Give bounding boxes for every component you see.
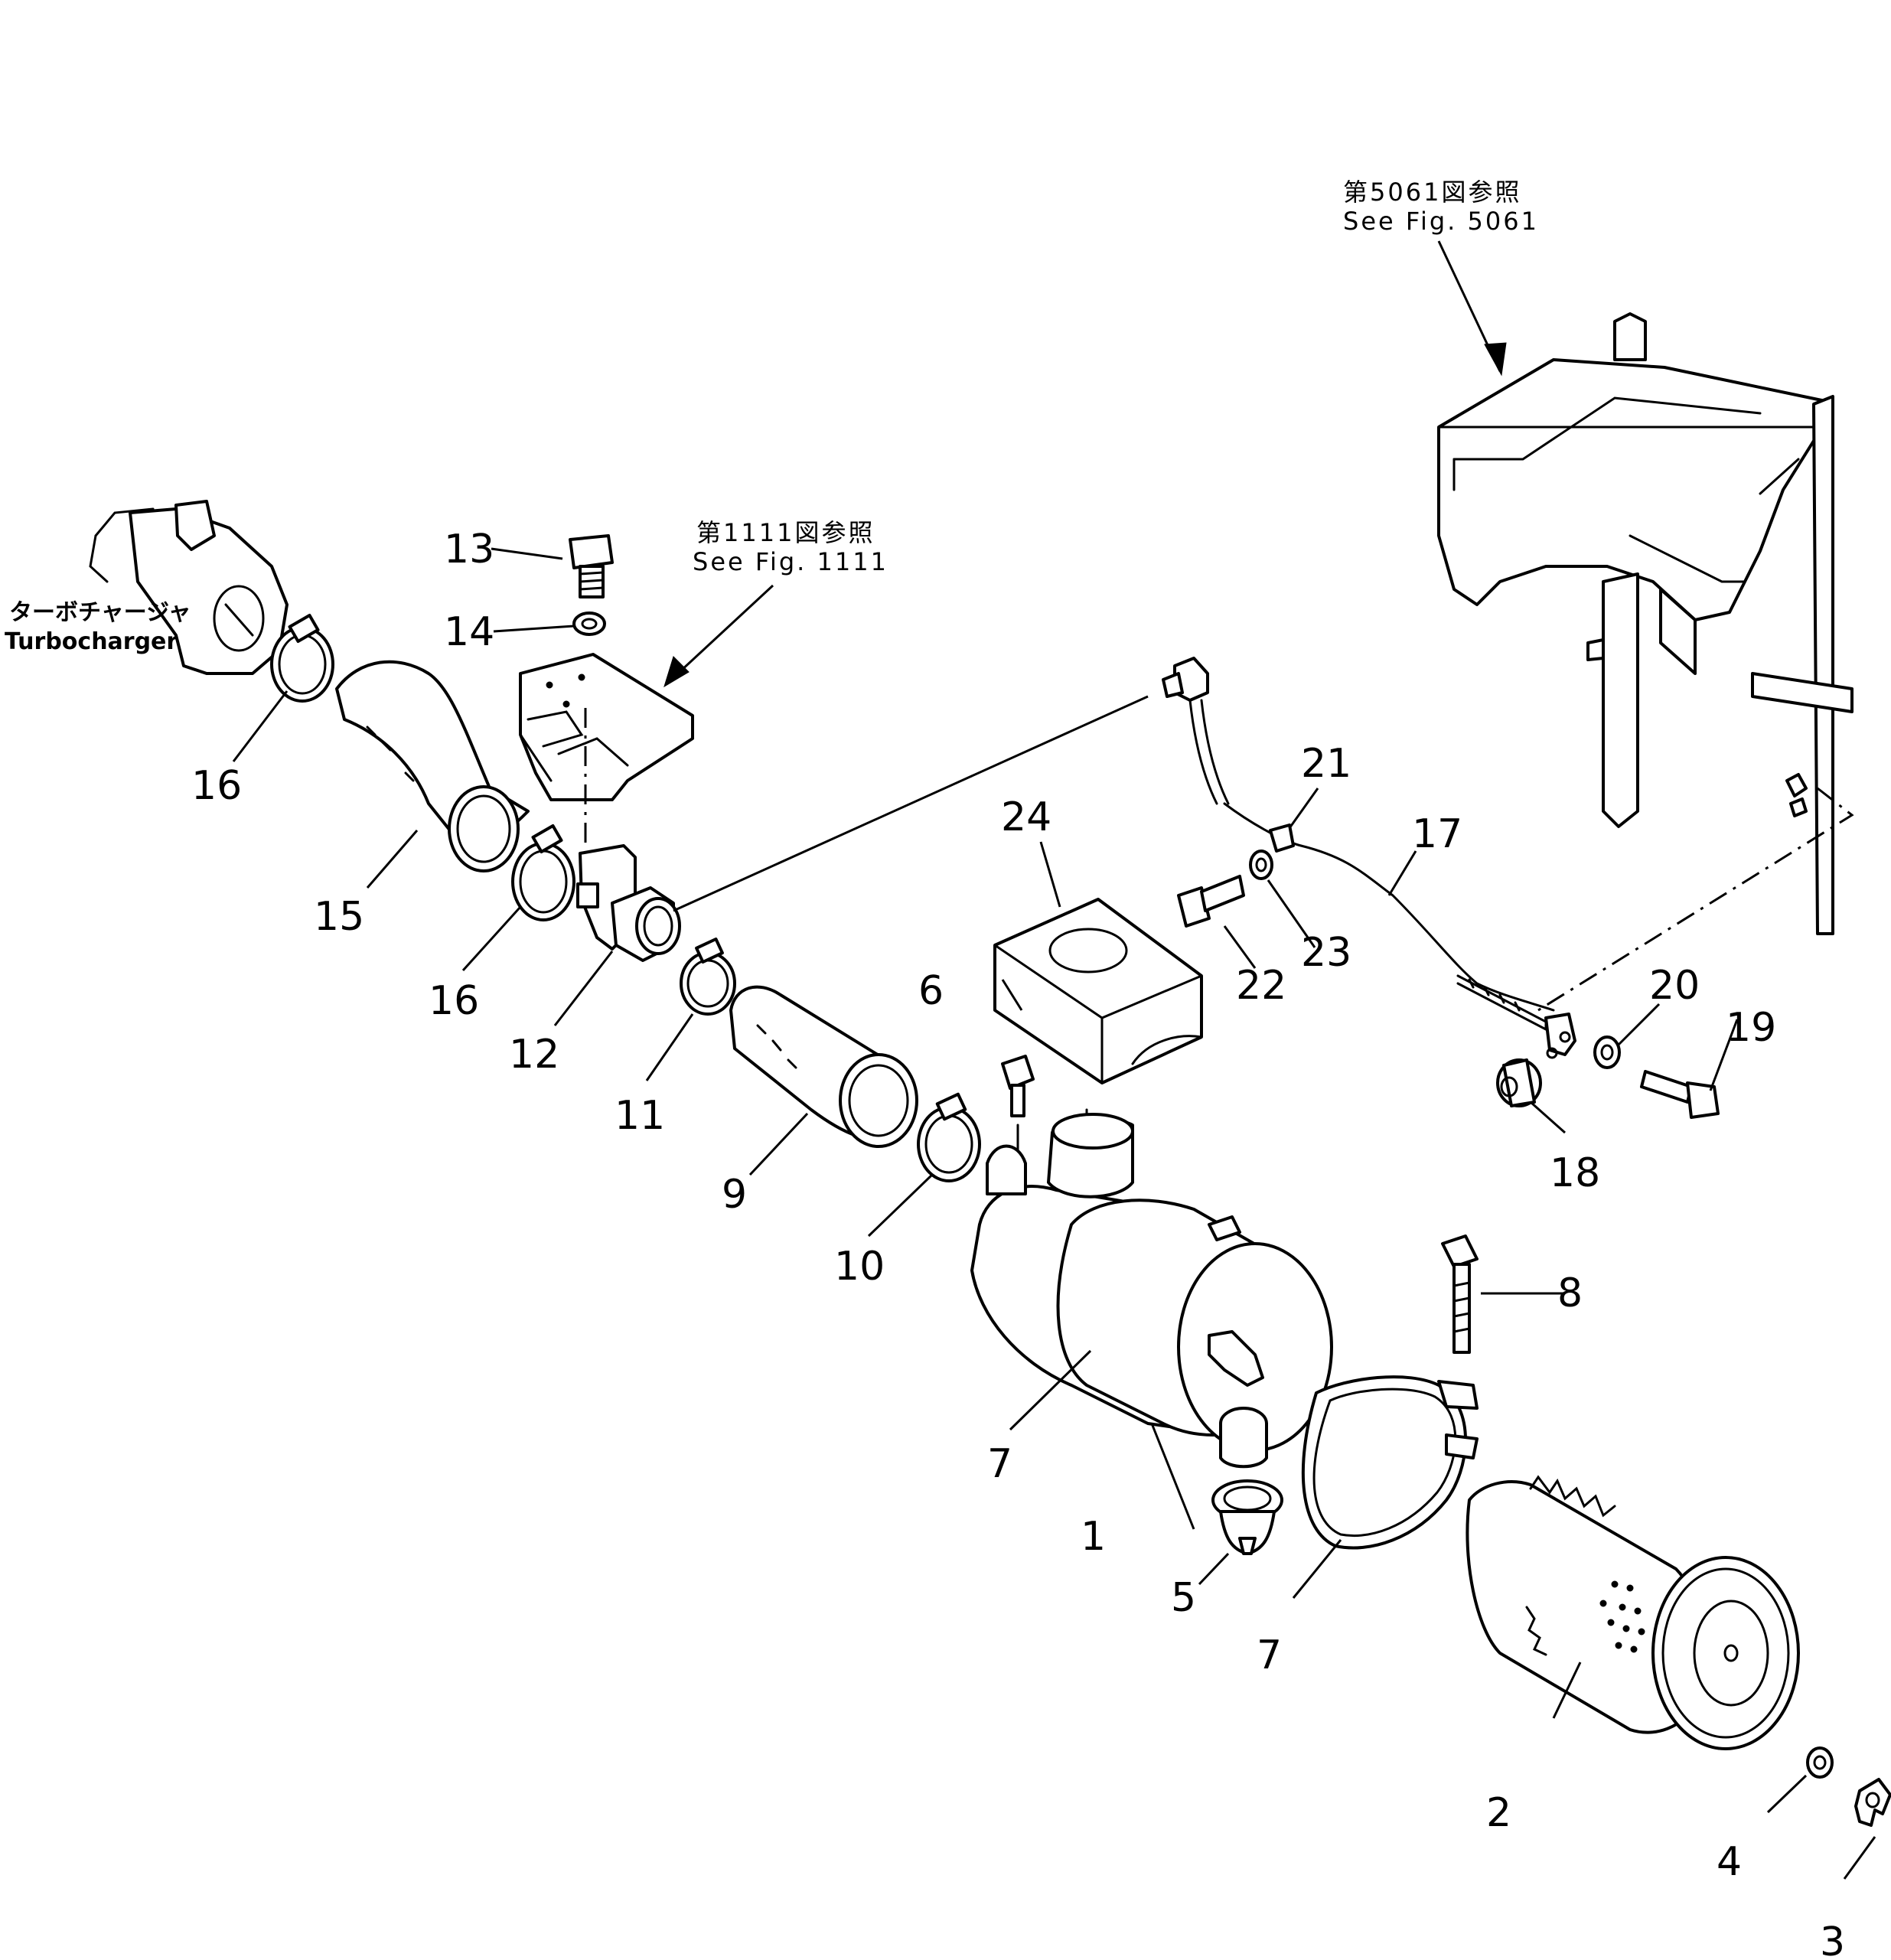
- callout-21: 21: [1301, 741, 1351, 787]
- reference-fig5061: 第5061図参照 See Fig. 5061: [1343, 178, 1539, 377]
- callout-3: 3: [1820, 1919, 1845, 1960]
- hose-clamp-16-lower: [511, 823, 575, 921]
- callout-5: 5: [1171, 1575, 1196, 1621]
- wing-nut-3: [1854, 1778, 1891, 1827]
- callout-16b: 16: [429, 978, 479, 1024]
- callout-23: 23: [1301, 930, 1351, 976]
- mounting-bracket-assembly: [1437, 312, 1854, 1012]
- intake-hose-15: [335, 660, 530, 872]
- hose-clamp-11: [680, 938, 736, 1016]
- leader-lines: [232, 547, 1876, 1880]
- callout-12: 12: [509, 1032, 559, 1078]
- callout-4: 4: [1717, 1839, 1742, 1885]
- callout-2: 2: [1486, 1790, 1511, 1836]
- indicator-18: [1496, 1058, 1542, 1107]
- bolt-13: [569, 534, 614, 598]
- callout-10: 10: [834, 1244, 885, 1290]
- callout-18: 18: [1550, 1150, 1600, 1196]
- bolt-22: [1177, 875, 1245, 928]
- air-cleaner-body-1: [970, 1113, 1333, 1469]
- washer-23: [1249, 850, 1273, 880]
- band-clamp-7: [1301, 1375, 1479, 1550]
- filter-element-2: [1466, 1475, 1800, 1750]
- callout-13: 13: [444, 527, 494, 572]
- reference-fig1111-jp: 第1111図参照: [696, 518, 875, 547]
- reference-fig1111: 第1111図参照 See Fig. 1111: [663, 518, 888, 688]
- callout-11: 11: [615, 1093, 665, 1139]
- washer-20: [1593, 1035, 1621, 1069]
- callout-1: 1: [1081, 1514, 1106, 1560]
- callout-19: 19: [1726, 1005, 1776, 1051]
- dust-valve-5: [1211, 1479, 1283, 1555]
- support-bracket: [519, 653, 694, 850]
- callout-20: 20: [1649, 963, 1700, 1009]
- bolt-19: [1640, 1070, 1720, 1119]
- callout-14: 14: [444, 609, 494, 655]
- callout-7b: 7: [1257, 1632, 1282, 1678]
- pipe-connector-12: [576, 844, 681, 962]
- hose-clamp-10: [917, 1092, 981, 1182]
- callout-15: 15: [314, 894, 364, 940]
- reference-fig5061-jp: 第5061図参照: [1343, 178, 1521, 207]
- callout-16a: 16: [191, 763, 242, 809]
- callout-6: 6: [918, 968, 944, 1014]
- vacuum-indicator-hose-17: [1162, 657, 1576, 1059]
- washer-4: [1806, 1746, 1834, 1779]
- hose-clamp-16-upper: [270, 613, 334, 703]
- callout-8: 8: [1557, 1270, 1583, 1316]
- callout-24: 24: [1001, 794, 1051, 840]
- callout-numbers: 1 2 3 4 5 6 7 7 8 9 10 11 12 13 14 15 16…: [191, 527, 1845, 1960]
- turbocharger: ターボチャージャ Turbocharger: [5, 500, 289, 675]
- filter-perforations: [1599, 1580, 1645, 1653]
- hose-clip-21: [1269, 823, 1295, 853]
- intake-hose-9: [729, 985, 918, 1148]
- turbocharger-label-en: Turbocharger: [5, 628, 178, 655]
- callout-17: 17: [1412, 811, 1462, 857]
- washer-14: [572, 611, 606, 636]
- filter-cover-24: [993, 898, 1203, 1134]
- sensor-leader-line: [673, 695, 1149, 912]
- callout-9: 9: [722, 1172, 747, 1218]
- reference-fig5061-en: See Fig. 5061: [1343, 207, 1539, 236]
- bolt-8: [1441, 1234, 1479, 1354]
- turbocharger-label-jp: ターボチャージャ: [9, 599, 191, 626]
- reference-fig1111-en: See Fig. 1111: [693, 547, 888, 576]
- callout-22: 22: [1236, 963, 1286, 1009]
- callout-7a: 7: [987, 1441, 1012, 1487]
